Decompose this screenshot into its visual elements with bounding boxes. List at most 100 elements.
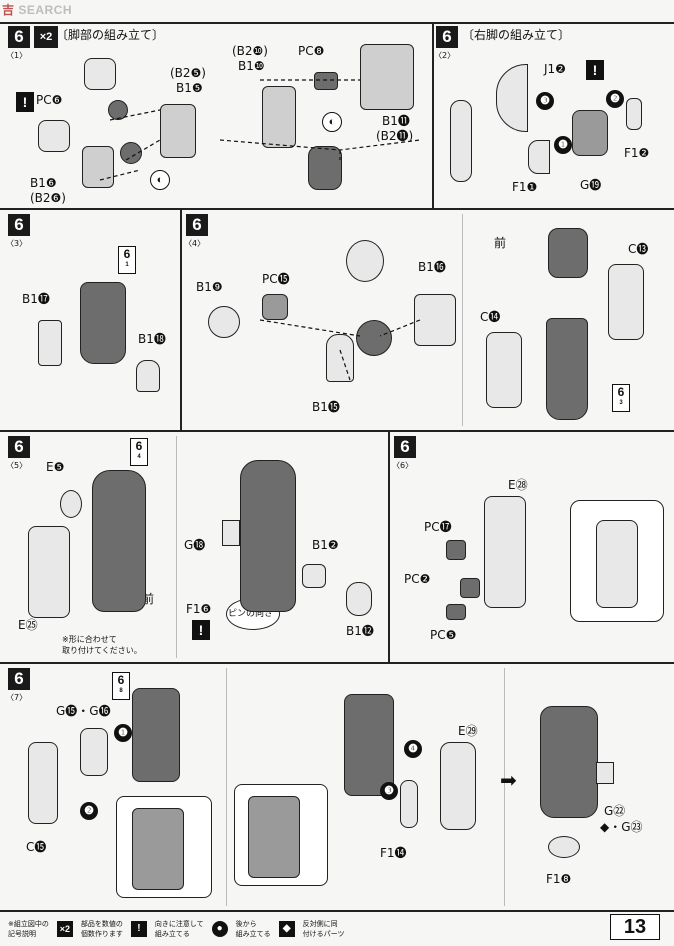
order-marker: ❶	[114, 724, 132, 742]
armor-part-illustration	[496, 64, 528, 132]
frame-part-illustration	[414, 294, 456, 346]
step-number: 6	[8, 436, 30, 458]
part-label: B1⓲	[138, 332, 166, 346]
quantity-badge: ×2	[34, 26, 58, 48]
part-label: G⓳	[580, 178, 602, 192]
pin-direction-label: ピンの向き	[228, 609, 274, 619]
lower-leg-illustration	[240, 460, 296, 612]
armor-part-illustration	[326, 334, 354, 382]
part-label: ◆・G㉓	[600, 820, 643, 834]
front-label: 前	[494, 236, 507, 250]
order-marker: ❷	[606, 90, 624, 108]
polycap-illustration	[108, 100, 128, 120]
divider	[504, 668, 505, 906]
legend-text: 後から 組み立てる	[235, 920, 271, 938]
armor-part-illustration	[400, 780, 418, 828]
part-label: B1❻	[30, 176, 57, 190]
part-label: F1❻	[186, 602, 212, 616]
divider	[0, 910, 674, 912]
part-label: E㉙	[458, 724, 478, 738]
part-label: B1❷	[312, 538, 339, 552]
part-label: G⓲	[184, 538, 206, 552]
warning-icon: !	[130, 921, 147, 937]
polycap-illustration	[84, 58, 116, 90]
substep-number: 3	[6, 238, 27, 249]
page-number: 13	[610, 914, 660, 940]
divider	[462, 214, 463, 426]
assemble-later-icon: ◐	[322, 112, 342, 132]
legend-text: 向きに注意して 組み立てる	[154, 920, 204, 938]
divider	[0, 22, 674, 24]
order-marker: ❹	[404, 740, 422, 758]
armor-part-illustration	[528, 140, 550, 174]
frame-part-illustration	[248, 796, 300, 878]
substep-number: 1	[6, 50, 27, 61]
part-label: (B2❻)	[30, 191, 66, 205]
step-number: 6	[436, 26, 458, 48]
part-label: B1❺	[176, 81, 203, 95]
result-arrow-icon: ➡	[500, 768, 517, 792]
step-header: 6	[394, 436, 416, 458]
step-header: 6	[436, 26, 458, 48]
assemble-later-icon: ◐	[150, 170, 170, 190]
step-header: 6	[8, 214, 30, 236]
warning-icon: !	[586, 60, 604, 80]
armor-part-illustration	[302, 564, 326, 588]
divider	[180, 208, 182, 430]
polycap-illustration	[120, 142, 142, 164]
legend-text: 反対側に同 付けるパーツ	[302, 920, 345, 938]
part-label: J1❷	[544, 62, 566, 76]
polycap-illustration	[446, 540, 466, 560]
section-title: 右脚の組み立て	[462, 26, 570, 43]
part-label: G⓯・G⓰	[56, 704, 111, 718]
part-label: PC❽	[298, 44, 325, 58]
part-label: B1⓬	[346, 624, 374, 638]
divider	[432, 22, 434, 208]
armor-part-illustration	[626, 98, 642, 130]
polycap-illustration	[460, 578, 480, 598]
part-label: PC⓯	[262, 272, 290, 286]
substep-number: 6	[392, 460, 413, 471]
part-label: (B2❺)	[170, 66, 206, 80]
polycap-illustration	[446, 604, 466, 620]
frame-part-illustration	[360, 44, 414, 110]
warning-icon: !	[192, 620, 210, 640]
frame-part-illustration	[38, 320, 62, 366]
joint-illustration	[572, 110, 608, 156]
part-label: B1❿	[238, 59, 265, 73]
lower-leg-illustration	[132, 688, 180, 782]
armor-part-illustration	[80, 728, 108, 776]
lower-leg-illustration	[344, 694, 394, 796]
part-label: PC❻	[36, 93, 63, 107]
detail-illustration	[450, 100, 472, 182]
joint-illustration	[356, 320, 392, 356]
step-number: 6	[186, 214, 208, 236]
part-label: (B2⓫)	[376, 129, 414, 143]
part-label: F1❷	[624, 146, 650, 160]
part-label: C⓭	[628, 242, 649, 256]
quantity-icon: ×2	[56, 921, 73, 937]
detail-bubble	[346, 240, 384, 282]
part-label: B1⓰	[418, 260, 446, 274]
order-marker: ❶	[554, 136, 572, 154]
armor-part-illustration	[28, 742, 58, 824]
assembly-arrows	[259, 319, 421, 381]
legend-heading: ※組立図中の 記号説明	[8, 920, 49, 938]
mirror-part-icon: ◆	[278, 921, 295, 937]
step-header: 6	[8, 436, 30, 458]
part-label: B1⓫	[382, 114, 410, 128]
knee-illustration	[548, 228, 588, 278]
substep-number: 2	[434, 50, 455, 61]
part-label: E㉘	[508, 478, 528, 492]
part-label: E㉕	[18, 618, 38, 632]
divider	[0, 662, 674, 664]
mirror-part-icon: ◆	[600, 820, 610, 834]
divider	[0, 430, 674, 432]
armor-part-illustration	[608, 264, 644, 340]
frame-part-illustration	[132, 808, 184, 890]
part-label: G㉒	[604, 804, 626, 818]
